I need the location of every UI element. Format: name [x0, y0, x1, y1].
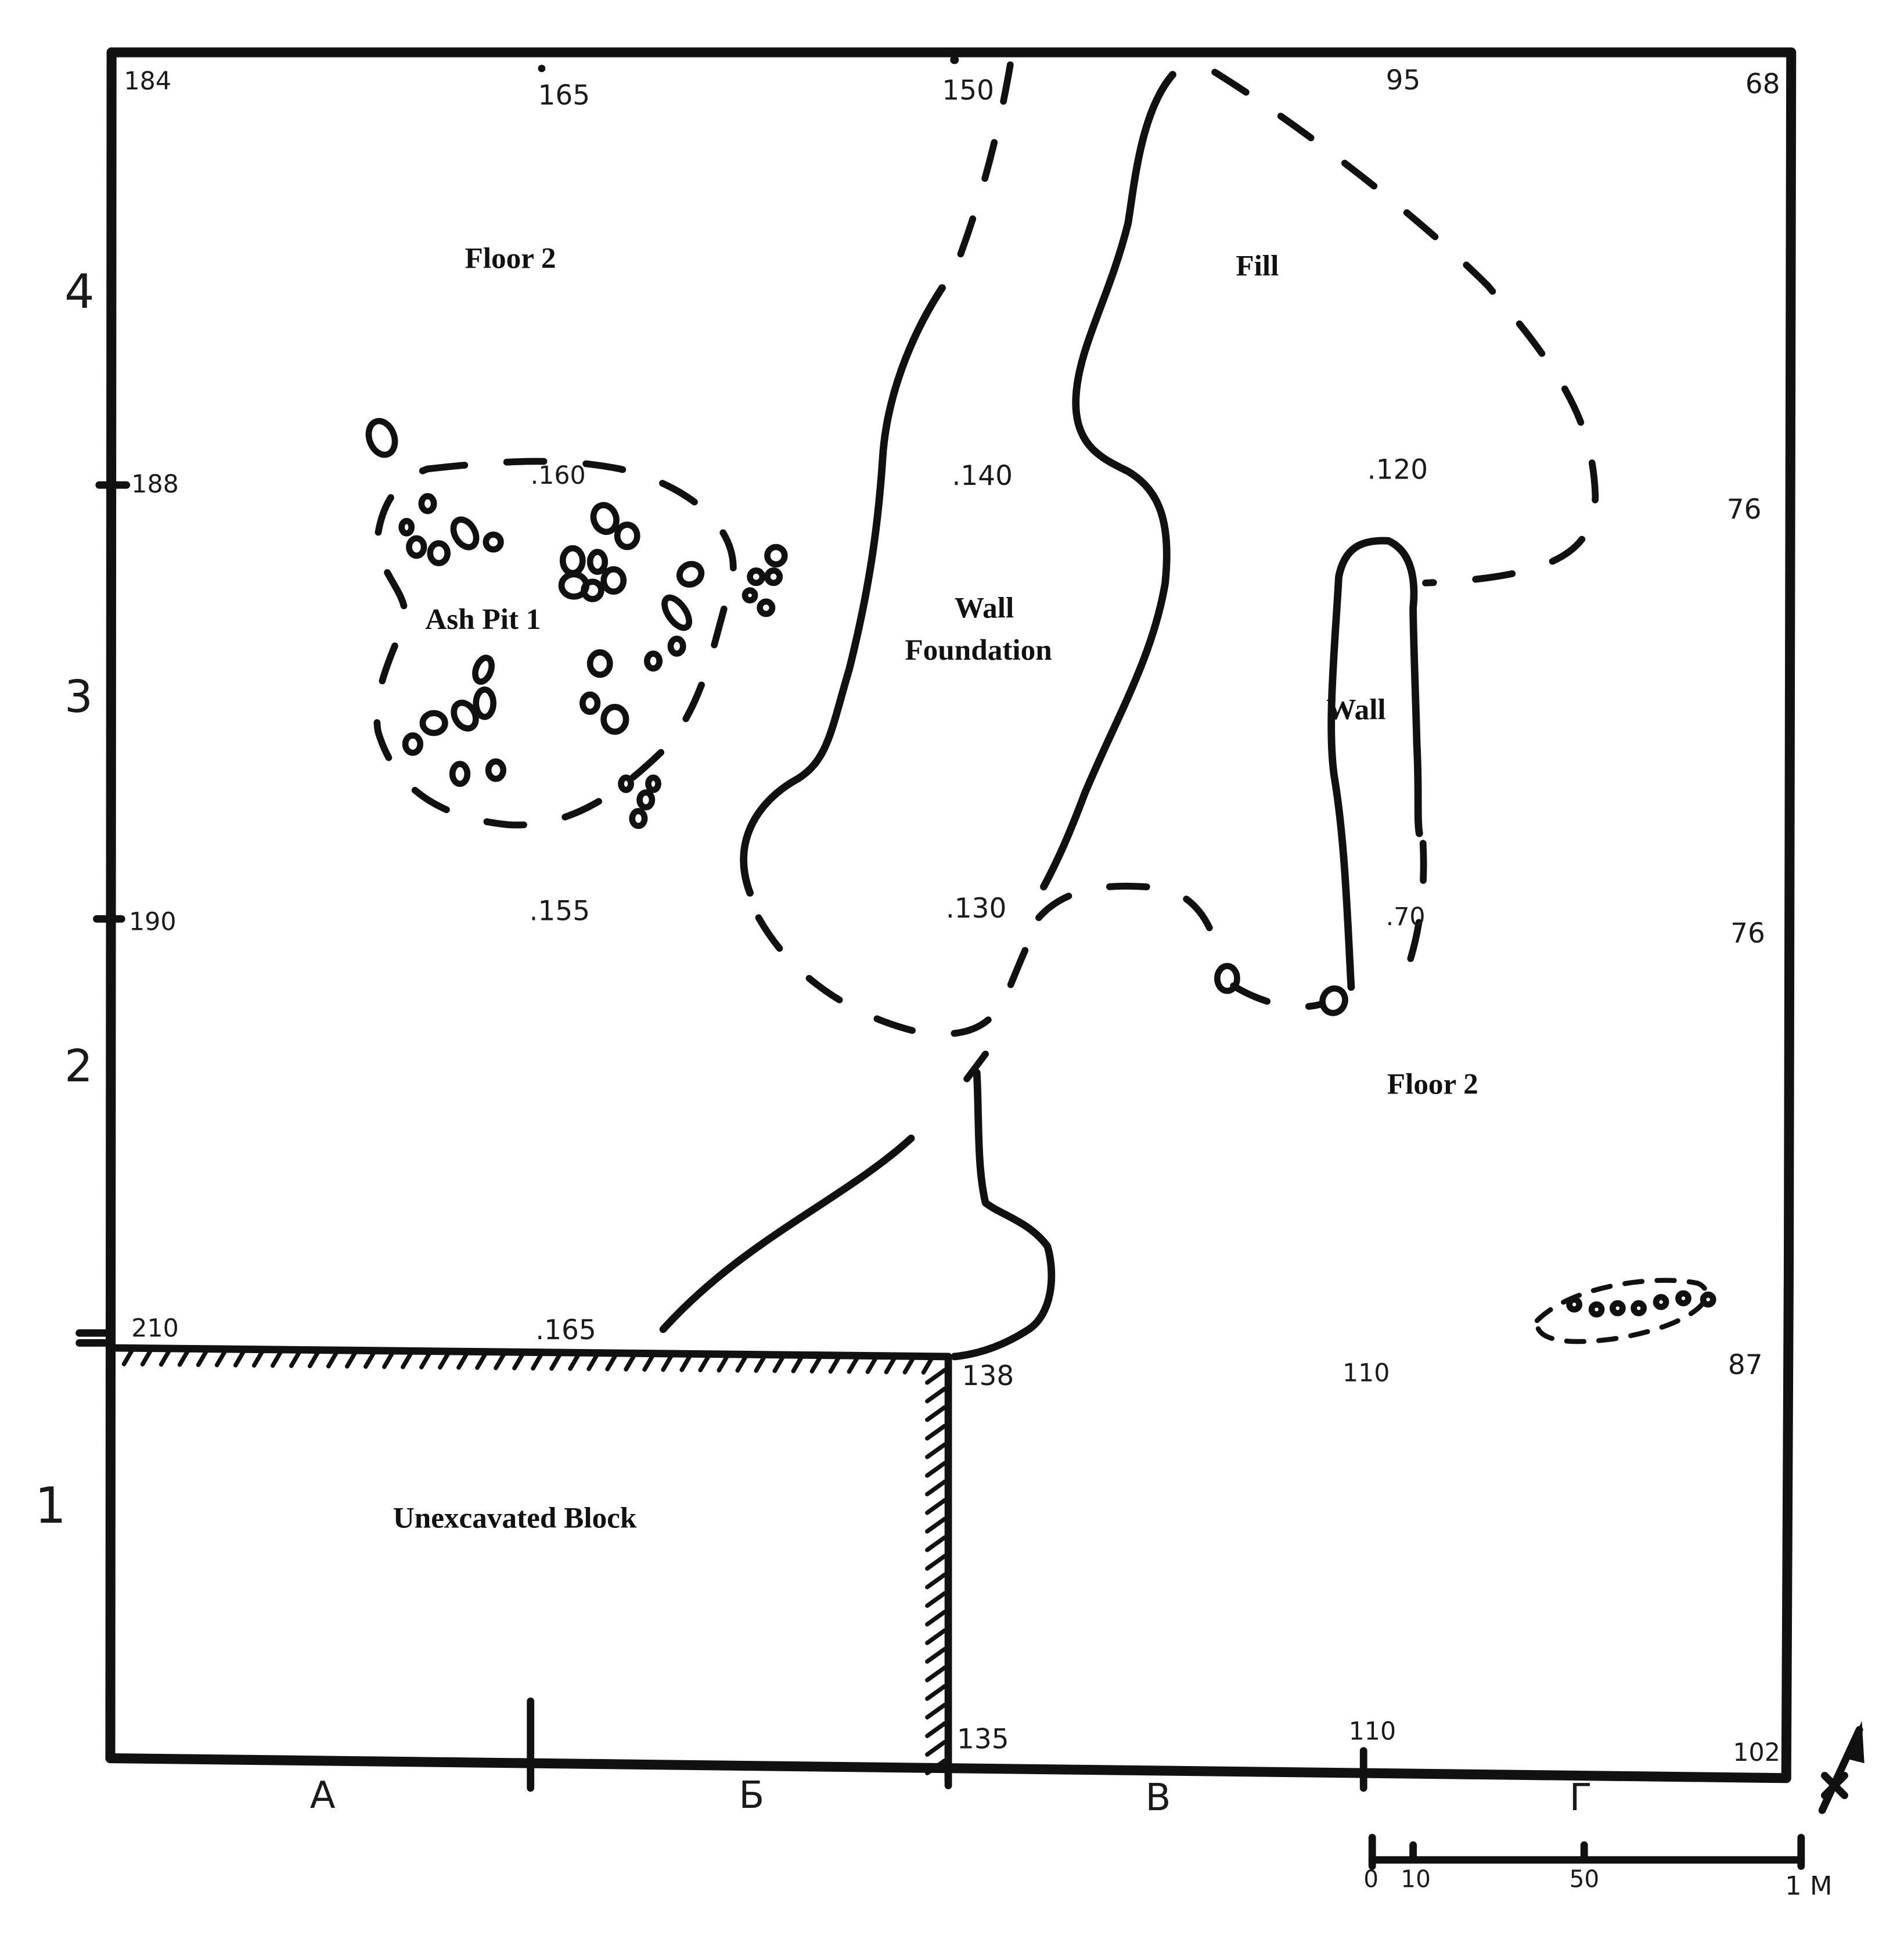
posthole-ring	[1631, 1300, 1647, 1317]
label-wall: Wall	[1326, 693, 1385, 727]
posthole-ring	[636, 789, 656, 811]
elev-point-70: .70	[1386, 902, 1426, 932]
elev-point-110b: 110	[1349, 1717, 1396, 1746]
grid-row-3: 3	[64, 671, 93, 723]
ash-pit-outline	[373, 458, 737, 829]
posthole-ring	[1214, 963, 1240, 994]
north-arrow-icon	[1818, 1721, 1865, 1814]
posthole-ring	[586, 549, 609, 575]
posthole-ring	[472, 654, 495, 685]
posthole-ring	[427, 540, 451, 566]
hatched-lens	[1534, 1278, 1709, 1344]
grid-ticks	[75, 55, 1367, 1792]
posthole-ring	[449, 761, 471, 787]
fill-outline	[1211, 69, 1599, 1010]
posthole-ring	[764, 567, 783, 587]
posthole-ring	[485, 758, 507, 782]
posthole-ring	[450, 516, 480, 551]
posthole-ring	[600, 703, 629, 735]
posthole-ring	[365, 418, 398, 458]
posthole-ring	[451, 699, 479, 732]
scale-tick-10: 10	[1401, 1865, 1431, 1893]
posthole-ring	[742, 587, 758, 604]
elev-right-87: 87	[1728, 1349, 1763, 1381]
posthole-ring	[473, 686, 496, 720]
posthole-rings	[365, 418, 1716, 1318]
label-floor-2-top: Floor 2	[465, 242, 556, 275]
posthole-ring	[676, 560, 705, 588]
elev-point-110a: 110	[1342, 1359, 1390, 1388]
grid-row-4: 4	[64, 265, 95, 319]
posthole-ring	[618, 774, 634, 793]
posthole-ring	[418, 493, 437, 515]
posthole-ring	[1609, 1300, 1626, 1317]
posthole-ring	[629, 808, 648, 829]
elev-point-165: .165	[535, 1314, 596, 1346]
posthole-ring	[757, 598, 776, 617]
elev-corner-tl: 184	[124, 67, 171, 96]
label-fill: Fill	[1236, 249, 1279, 282]
elev-point-160: .160	[531, 461, 586, 490]
scale-tick-0: 0	[1363, 1865, 1378, 1893]
elev-point-130: .130	[946, 893, 1007, 925]
grid-col-a: A	[310, 1774, 336, 1817]
elev-corner-tr: 68	[1745, 69, 1780, 100]
posthole-ring	[600, 566, 627, 595]
label-floor-2-right: Floor 2	[1387, 1067, 1478, 1101]
scale-tick-50: 50	[1570, 1865, 1600, 1893]
posthole-ring	[747, 567, 766, 587]
elev-point-135: 135	[957, 1723, 1009, 1755]
elev-right-76a: 76	[1727, 494, 1762, 526]
grid-col-v: В	[1146, 1776, 1171, 1819]
elev-point-120: .120	[1367, 454, 1428, 485]
posthole-ring	[580, 691, 601, 715]
posthole-ring	[614, 522, 640, 551]
label-wall-foundation-line1: Wall	[955, 592, 1014, 625]
posthole-ring	[1319, 985, 1348, 1016]
posthole-ring	[581, 578, 604, 602]
label-ash-pit: Ash Pit 1	[425, 603, 541, 636]
posthole-ring	[586, 649, 613, 678]
posthole-ring	[398, 517, 415, 537]
elev-right-76b: 76	[1730, 918, 1765, 950]
elev-left-188: 188	[131, 470, 178, 499]
elev-top-95: 95	[1386, 64, 1421, 96]
elev-top-165: 165	[538, 80, 590, 112]
posthole-ring	[645, 774, 661, 793]
posthole-ring	[667, 635, 686, 657]
posthole-ring	[661, 594, 692, 631]
posthole-ring	[590, 502, 620, 535]
posthole-ring	[1588, 1301, 1605, 1318]
posthole-ring	[559, 545, 586, 577]
posthole-ring	[1653, 1294, 1669, 1310]
grid-row-1: 1	[35, 1477, 66, 1535]
elev-point-140: .140	[952, 460, 1013, 492]
posthole-ring	[644, 650, 663, 672]
posthole-ring	[483, 531, 504, 553]
elev-point-138: 138	[962, 1360, 1014, 1392]
posthole-ring	[764, 544, 788, 568]
label-unexcavated-block: Unexcavated Block	[393, 1502, 637, 1535]
grid-row-2: 2	[64, 1041, 93, 1092]
posthole-ring	[1700, 1291, 1716, 1308]
grid-col-b-cyr: Б	[739, 1774, 764, 1817]
wall-foundation-outline	[659, 61, 1221, 1361]
elev-point-155: .155	[530, 895, 591, 927]
label-wall-foundation-line2: Foundation	[905, 634, 1052, 667]
posthole-ring	[1675, 1290, 1691, 1307]
posthole-ring	[419, 710, 448, 736]
elev-left-210: 210	[131, 1314, 178, 1343]
grid-col-g: Г	[1570, 1776, 1592, 1819]
elev-corner-br: 102	[1733, 1738, 1780, 1767]
posthole-ring	[402, 732, 424, 756]
scale-bar: 0 10 50 1 M	[1363, 1833, 1833, 1901]
scale-tick-1m: 1 M	[1785, 1870, 1832, 1901]
elev-top-150: 150	[942, 74, 994, 106]
elev-left-190: 190	[129, 908, 176, 937]
unexcavated-block-boundary	[107, 1344, 952, 1785]
posthole-ring	[406, 535, 427, 559]
